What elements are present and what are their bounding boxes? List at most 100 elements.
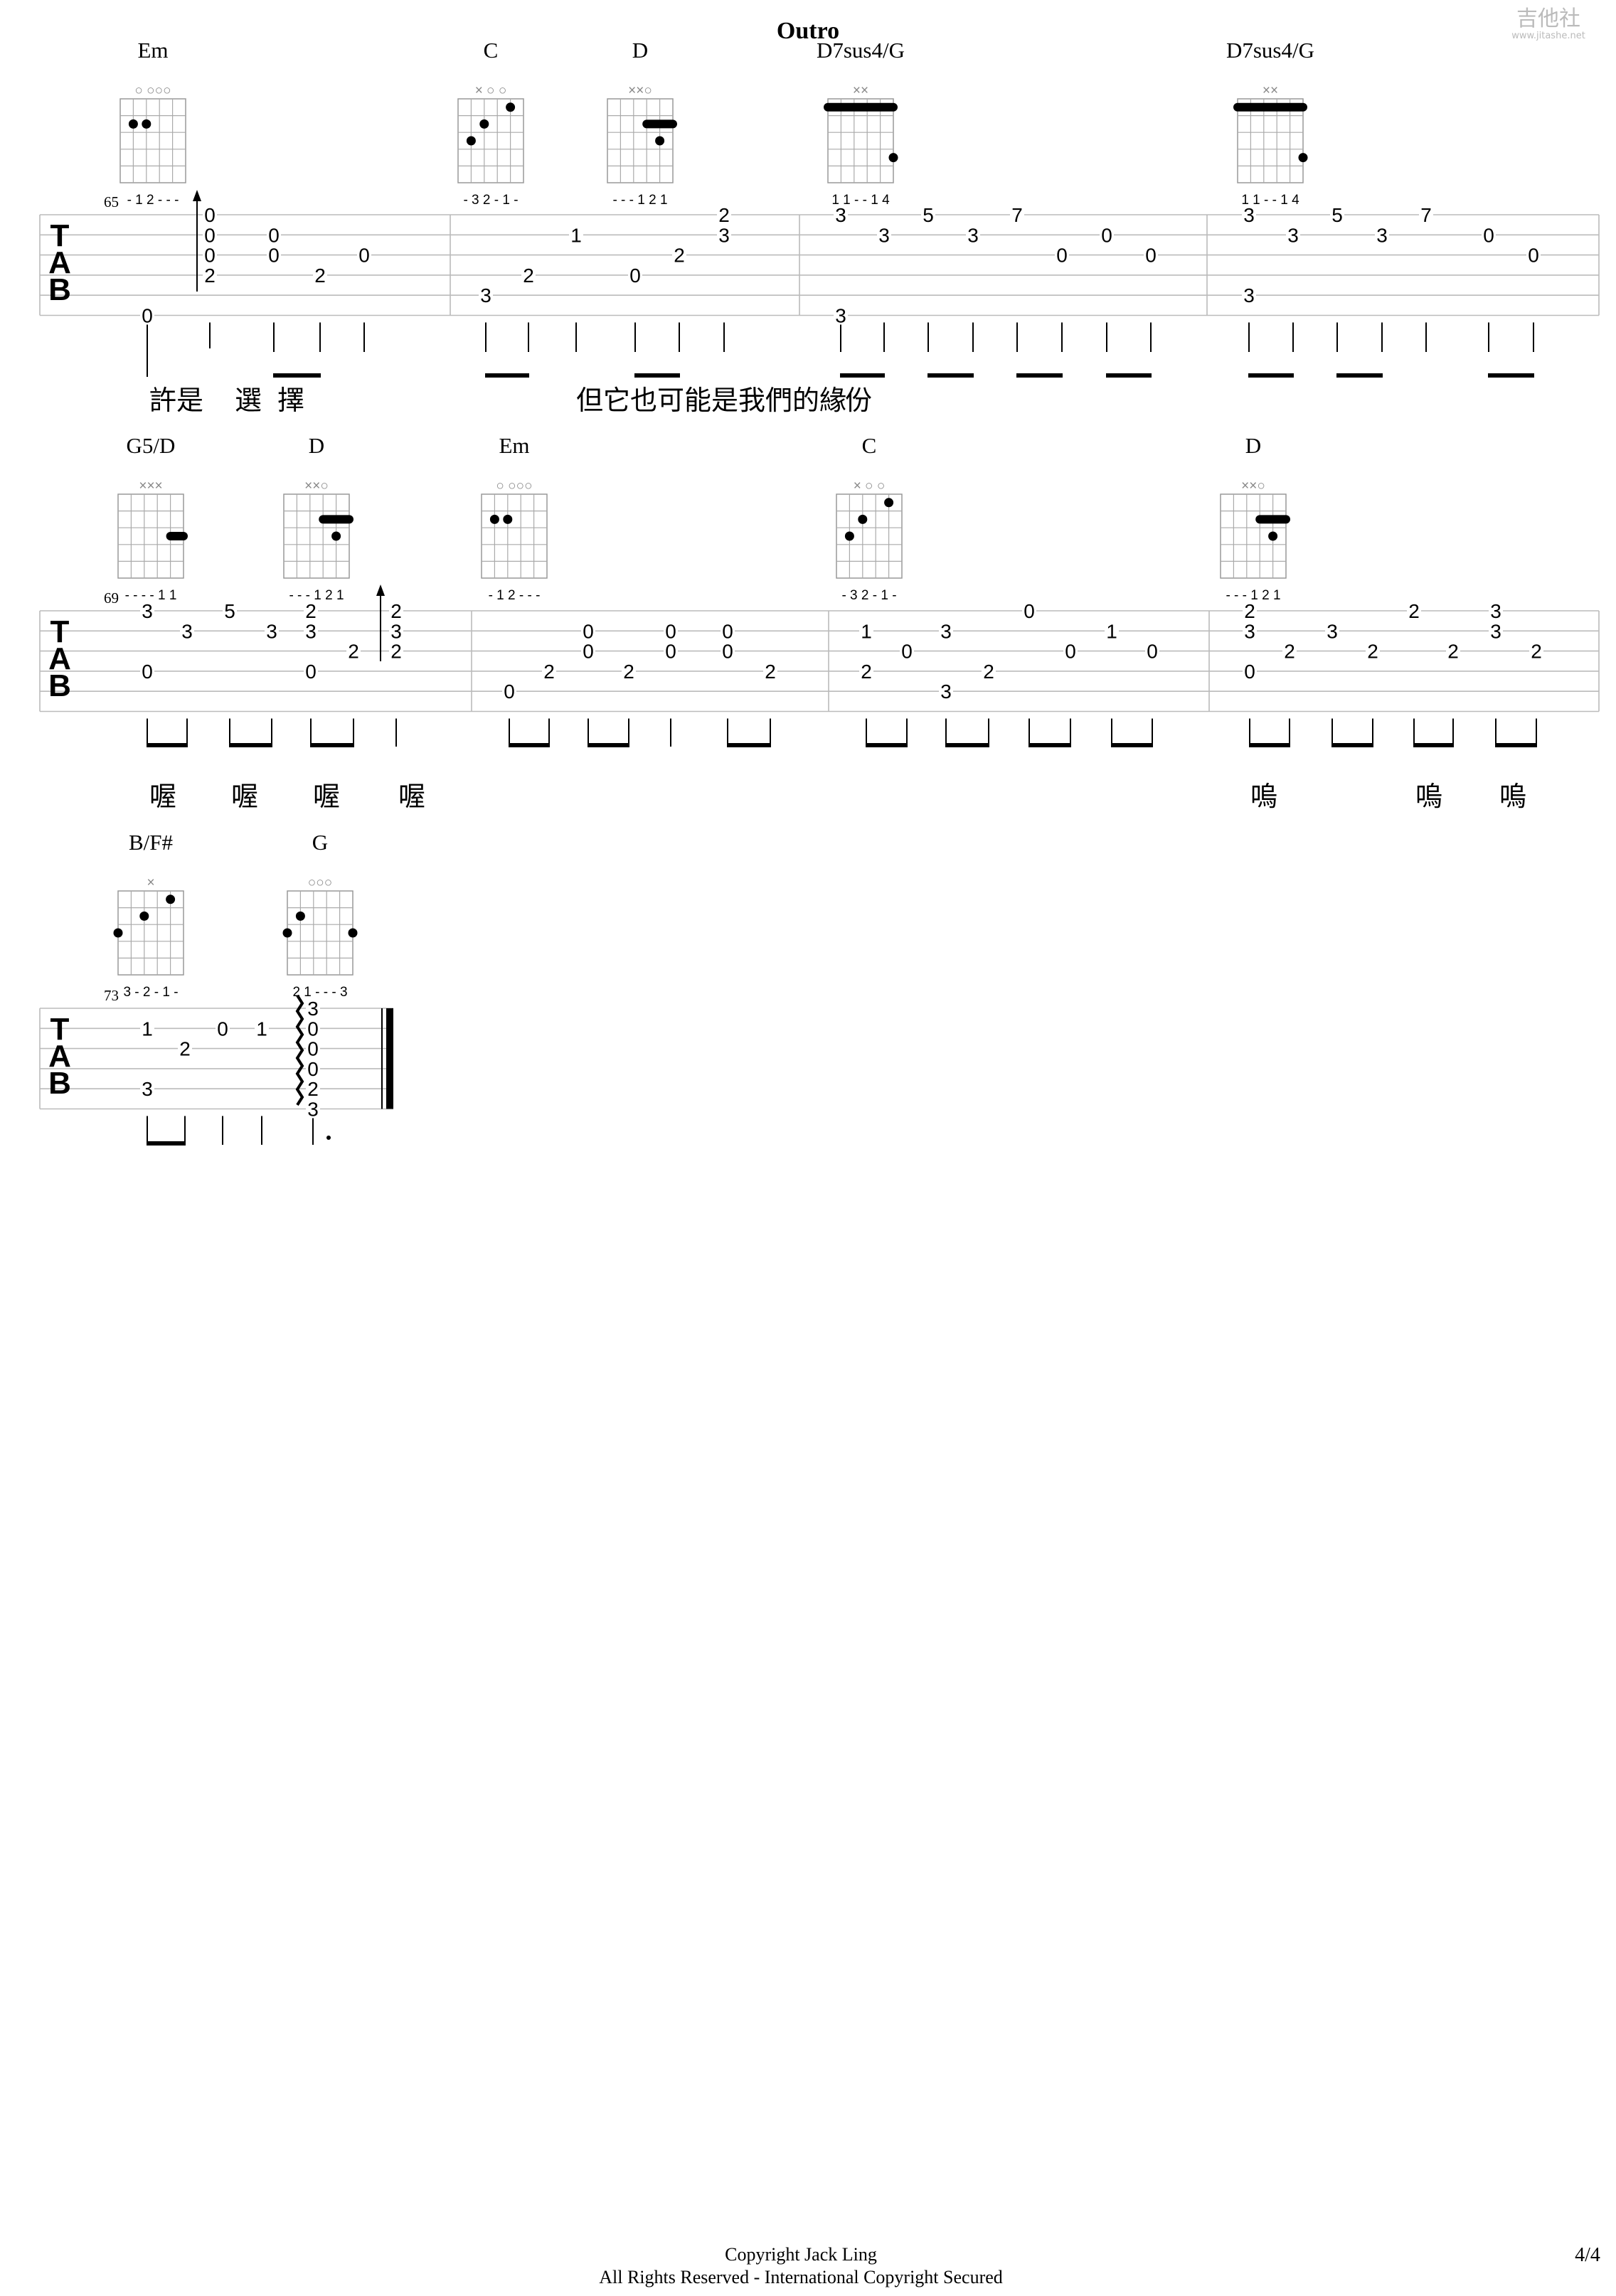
fret-number-knockout (357, 245, 371, 265)
fret-number-knockout (140, 661, 154, 680)
fret-number-knockout (140, 1019, 154, 1038)
fret-number: 2 (390, 641, 402, 663)
fret-number-knockout (1526, 245, 1541, 265)
finger-dot (1298, 153, 1308, 163)
fret-number: 2 (1367, 641, 1378, 663)
fret-number: 0 (1483, 224, 1494, 246)
fret-number-knockout (982, 661, 996, 680)
fret-number: 0 (358, 245, 370, 267)
fret-number-knockout (721, 641, 735, 661)
fret-number: 0 (1145, 245, 1157, 267)
finger-dot (844, 531, 854, 541)
fret-number-knockout (664, 641, 678, 661)
fret-number-knockout (306, 1059, 320, 1078)
tab-clef-letter: A (48, 641, 71, 676)
fret-number-knockout (581, 621, 595, 641)
fret-number: 3 (967, 224, 979, 246)
open-mute-markers: ○ ○○○ (496, 479, 532, 493)
fret-number: 3 (390, 620, 402, 642)
fret-number: 3 (835, 305, 846, 327)
fret-number-knockout (140, 602, 154, 620)
fret-number: 0 (629, 265, 641, 287)
fret-number-knockout (304, 602, 318, 620)
chord-diagram: G○○○2 1 - - - 3 (282, 830, 358, 1000)
fret-number: 3 (1327, 620, 1338, 642)
note-beam (310, 743, 354, 747)
fret-number-knockout (265, 621, 279, 641)
note-beam (1488, 373, 1534, 378)
finger-dot (888, 153, 898, 163)
fret-number: 1 (570, 224, 582, 246)
fret-number-knockout (877, 225, 891, 245)
fret-number: 0 (722, 620, 733, 642)
fret-number: 2 (390, 600, 402, 622)
chord-diagram: G5/D×××- - - - 1 1 (117, 433, 188, 603)
fret-number-knockout (1145, 641, 1159, 661)
fret-number: 0 (901, 641, 913, 663)
fret-number: 3 (266, 620, 277, 642)
fret-number: 3 (1376, 224, 1388, 246)
fret-number-knockout (717, 205, 731, 224)
lyric-text: 喔 (149, 781, 176, 812)
fret-number-knockout (306, 1039, 320, 1058)
lyric-text: 許是 (149, 385, 203, 416)
tab-clef-letter: A (48, 245, 71, 280)
measure-number: 69 (104, 589, 119, 607)
note-beam (485, 373, 529, 378)
fret-number: 0 (583, 620, 594, 642)
fret-number-knockout (267, 245, 281, 265)
fret-number-knockout (939, 621, 953, 641)
fret-number: 0 (307, 1058, 319, 1080)
fret-number-knockout (1055, 245, 1069, 265)
fret-number-knockout (216, 1019, 230, 1038)
fret-number-knockout (140, 306, 154, 325)
open-mute-markers: ××○ (1241, 479, 1265, 493)
note-beam (147, 743, 188, 747)
fret-number-knockout (203, 265, 217, 284)
chord-name: Em (137, 38, 168, 63)
fingering-label: - 3 2 - 1 - (841, 588, 896, 603)
lyric-text: 份 (845, 385, 872, 416)
fret-number: 3 (307, 1099, 319, 1121)
fingering-label: - 1 2 - - - (127, 193, 179, 208)
fret-number: 1 (1106, 620, 1117, 642)
fret-number: 3 (142, 1078, 153, 1100)
fret-number-knockout (1243, 621, 1257, 641)
fret-number: 0 (1528, 245, 1539, 267)
fret-number-knockout (672, 245, 686, 265)
finger-dot (506, 102, 516, 112)
note-beam (927, 373, 974, 378)
fret-number: 7 (1011, 204, 1023, 226)
fingering-label: 3 - 2 - 1 - (123, 985, 178, 1000)
section-title: Outro (777, 18, 839, 44)
fingering-label: - - - 1 2 1 (289, 588, 344, 603)
chord-name: D7sus4/G (1226, 38, 1314, 63)
fret-number: 2 (623, 661, 634, 683)
fret-number: 5 (923, 204, 934, 226)
lyric-text: 喔 (398, 781, 425, 812)
fret-number-knockout (1242, 286, 1256, 305)
lyric-text: 喔 (231, 781, 258, 812)
lyric-text: 喔 (313, 781, 340, 812)
fingering-label: - - - 1 2 1 (1226, 588, 1280, 603)
tab-clef-letter: T (51, 614, 70, 649)
fretboard (1237, 98, 1304, 183)
finger-dot (884, 498, 894, 508)
fret-number-knockout (304, 661, 318, 680)
fret-number: 0 (1101, 224, 1112, 246)
fret-number-knockout (966, 225, 980, 245)
note-beam (727, 743, 771, 747)
fret-number: 2 (718, 204, 730, 226)
chord-name: D (1245, 433, 1261, 458)
chord-diagram: D7sus4/G××1 1 - - 1 4 (817, 38, 905, 208)
fret-number-knockout (721, 621, 735, 641)
fret-number: 3 (1243, 204, 1255, 226)
note-beam (1106, 373, 1152, 378)
note-beam (1248, 373, 1294, 378)
fret-number: 0 (1056, 245, 1068, 267)
fret-number: 2 (1408, 600, 1420, 622)
fret-number: 3 (1243, 284, 1255, 306)
fret-number-knockout (1419, 205, 1433, 224)
note-beam (1413, 743, 1454, 747)
